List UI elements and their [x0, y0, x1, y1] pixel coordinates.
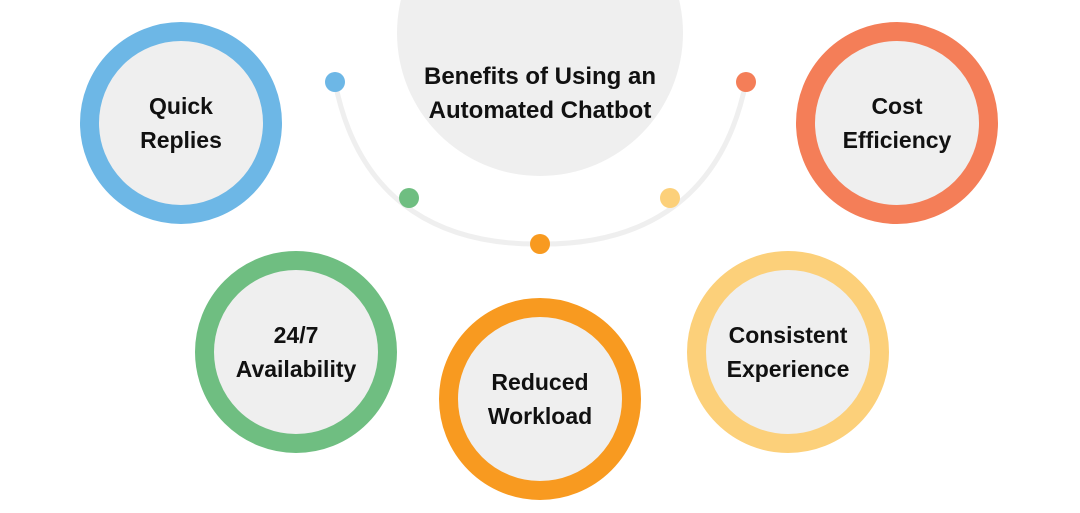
benefit-reduced-workload: Reduced Workload: [439, 298, 641, 500]
diagram-title: Benefits of Using an Automated Chatbot: [423, 63, 657, 124]
arc-dot-availability: [399, 188, 419, 208]
benefit-availability: 24/7 Availability: [195, 251, 397, 453]
benefit-quick-replies: Quick Replies: [80, 22, 282, 224]
benefit-cost-efficiency: Cost Efficiency: [796, 22, 998, 224]
benefit-label: Quick Replies: [140, 93, 222, 153]
benefit-consistent-experience: Consistent Experience: [687, 251, 889, 453]
arc-dot-consistent-experience: [660, 188, 680, 208]
arc-dot-quick-replies: [325, 72, 345, 92]
arc-dot-cost-efficiency: [736, 72, 756, 92]
benefit-label: 24/7 Availability: [235, 322, 357, 382]
arc-dot-reduced-workload: [530, 234, 550, 254]
benefit-label: Consistent Experience: [726, 322, 850, 382]
benefit-label: Cost Efficiency: [842, 93, 952, 153]
benefit-label: Reduced Workload: [487, 369, 593, 429]
